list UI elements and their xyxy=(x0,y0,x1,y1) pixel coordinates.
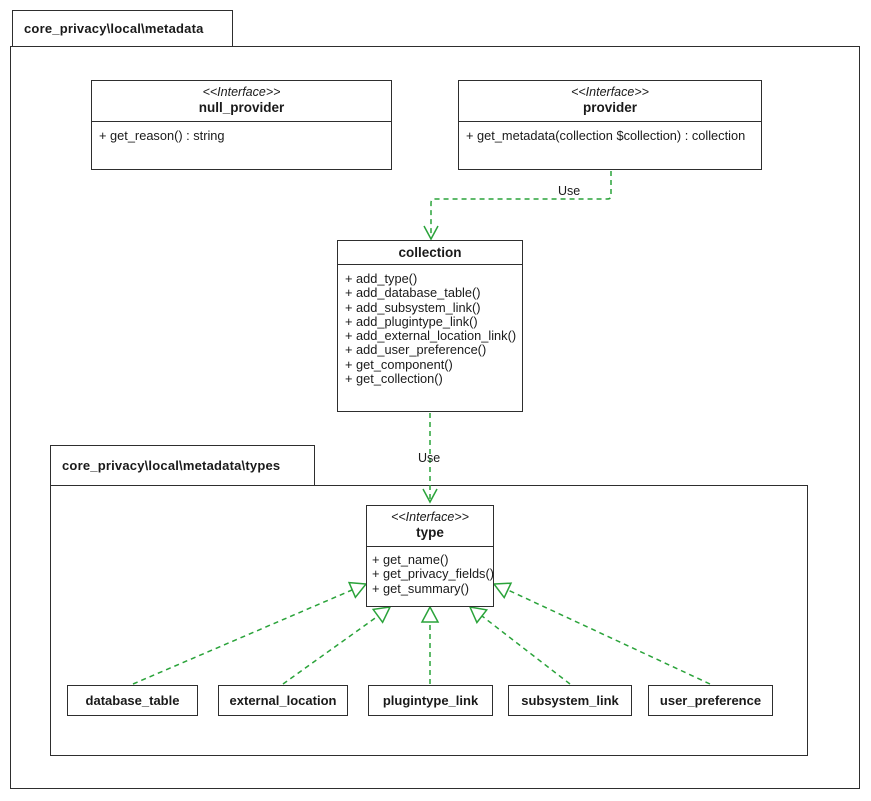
member-line: + add_subsystem_link() xyxy=(345,299,481,315)
class-user-preference: user_preference xyxy=(648,685,773,716)
member-line: + get_reason() : string xyxy=(99,128,225,143)
member-line: + get_summary() xyxy=(372,580,470,596)
triangle-head-plugintype-link xyxy=(420,605,440,623)
member-line: + add_external_location_link() xyxy=(345,328,517,344)
realization-subsystem-link xyxy=(481,615,571,685)
class-collection: collection + add_type() + add_database_t… xyxy=(337,240,523,412)
class-name-null-provider: null_provider xyxy=(198,100,285,115)
class-provider-header: <<Interface>> provider xyxy=(459,81,761,122)
triangle-head-database-table xyxy=(347,581,368,599)
class-name-type: type xyxy=(416,525,444,540)
use-label-collection-type: Use xyxy=(418,451,441,465)
class-name-plugintype-link: plugintype_link xyxy=(382,693,479,708)
class-name-database-table: database_table xyxy=(85,693,180,708)
stereotype-null-provider: <<Interface>> xyxy=(202,85,281,99)
dependency-provider-collection xyxy=(430,171,612,235)
class-name-provider: provider xyxy=(582,100,637,115)
realization-user-preference xyxy=(507,589,711,685)
member-line: + get_component() xyxy=(345,356,453,372)
stereotype-type: <<Interface>> xyxy=(391,510,469,524)
class-provider: <<Interface>> provider + get_metadata(co… xyxy=(458,80,762,170)
class-type-header: <<Interface>> type xyxy=(367,506,493,547)
class-plugintype-link: plugintype_link xyxy=(368,685,493,716)
class-external-location: external_location xyxy=(218,685,348,716)
members-type: + get_name() + get_privacy_fields() + ge… xyxy=(367,547,494,602)
use-label-provider-collection: Use xyxy=(558,184,581,198)
member-line: + get_collection() xyxy=(345,371,443,387)
triangle-head-user-preference xyxy=(492,582,513,600)
members-provider: + get_metadata(collection $collection) :… xyxy=(459,122,761,147)
class-name-subsystem-link: subsystem_link xyxy=(521,693,619,708)
package-label-metadata: core_privacy\local\metadata xyxy=(24,21,204,36)
class-name-user-preference: user_preference xyxy=(659,693,762,708)
class-null-provider-header: <<Interface>> null_provider xyxy=(92,81,391,122)
triangle-head-external-location xyxy=(371,606,392,624)
member-line: + get_metadata(collection $collection) :… xyxy=(466,128,746,143)
package-body-metadata xyxy=(10,46,860,789)
class-database-table: database_table xyxy=(67,685,198,716)
member-line: + get_name() xyxy=(372,552,449,567)
class-collection-header: collection xyxy=(338,241,522,265)
class-name-collection: collection xyxy=(398,245,462,260)
arrowhead-open-v-collection xyxy=(423,225,439,241)
members-null-provider: + get_reason() : string xyxy=(92,122,391,147)
package-tab-metadata: core_privacy\local\metadata xyxy=(12,10,233,47)
class-name-external-location: external_location xyxy=(229,693,337,708)
package-body-types xyxy=(50,485,808,756)
member-line: + add_user_preference() xyxy=(345,342,487,358)
realization-database-table xyxy=(132,589,353,685)
triangle-head-subsystem-link xyxy=(468,606,489,624)
arrowhead-open-v-type xyxy=(422,488,438,504)
member-line: + add_plugintype_link() xyxy=(345,313,478,329)
stereotype-provider: <<Interface>> xyxy=(571,85,649,99)
members-collection: + add_type() + add_database_table() + ad… xyxy=(338,265,522,390)
class-type: <<Interface>> type + get_name() + get_pr… xyxy=(366,505,494,607)
class-subsystem-link: subsystem_link xyxy=(508,685,632,716)
member-line: + add_database_table() xyxy=(345,285,481,301)
member-line: + add_type() xyxy=(345,271,418,286)
member-line: + get_privacy_fields() xyxy=(372,566,494,582)
class-null-provider: <<Interface>> null_provider + get_reason… xyxy=(91,80,392,170)
package-label-types: core_privacy\local\metadata\types xyxy=(62,458,281,473)
realization-external-location xyxy=(282,615,379,685)
